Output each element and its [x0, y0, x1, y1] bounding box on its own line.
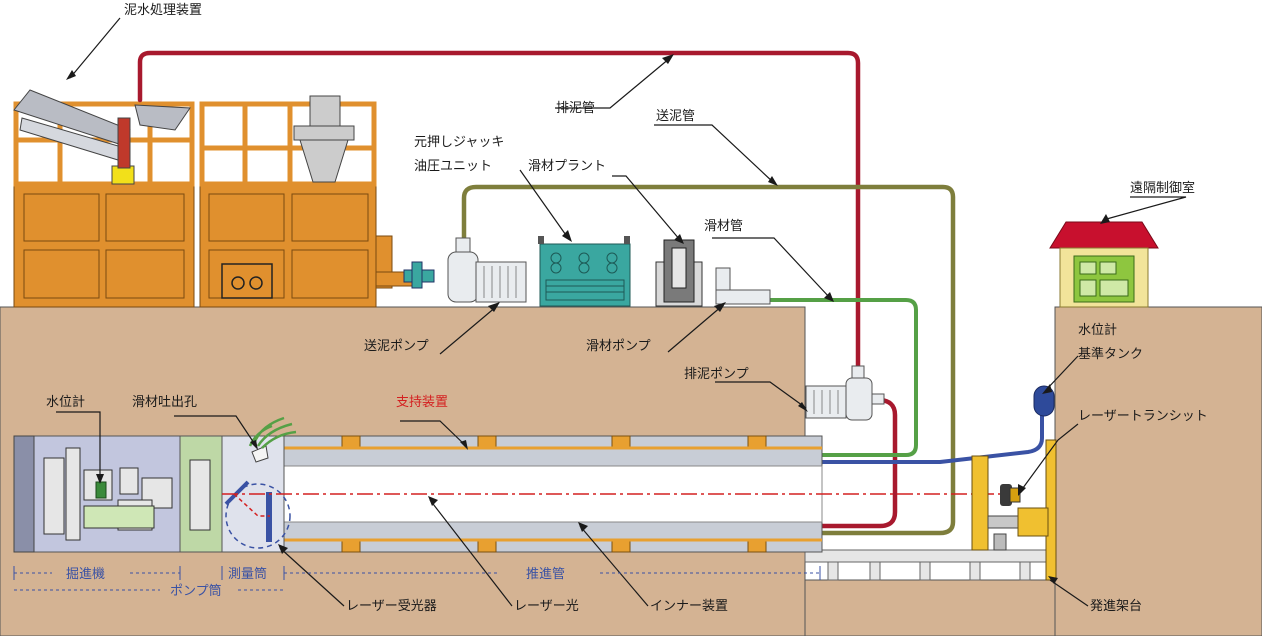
shield-machine	[13, 416, 297, 553]
label-main-jack-line2: 油圧ユニット	[414, 159, 492, 174]
discharge-pipe	[137, 50, 861, 373]
label-lubricant-pipe: 滑材管	[704, 219, 743, 234]
lubricant-pipe	[283, 298, 918, 457]
label-inner-device: インナー装置	[650, 599, 728, 614]
hydraulic-jack-unit	[538, 236, 631, 307]
lubricant-pump	[715, 267, 771, 305]
label-lubricant-outlet: 滑材吐出孔	[132, 395, 197, 410]
label-support-device: 支持装置	[396, 395, 448, 410]
label-supply-pipe: 送泥管	[656, 109, 695, 124]
section-excavator: 掘進機	[66, 567, 105, 582]
label-launch-frame: 発進架台	[1090, 599, 1142, 614]
label-discharge-pump: 排泥ポンプ	[684, 367, 749, 382]
reference-tank	[1033, 385, 1055, 417]
label-lubricant-plant: 滑材プラント	[528, 159, 606, 174]
label-water-gauge: 水位計	[46, 394, 85, 410]
label-laser-light: レーザー光	[514, 599, 579, 614]
lubricant-plant	[655, 239, 703, 307]
arrowheads	[66, 54, 1110, 584]
label-supply-pump: 送泥ポンプ	[364, 339, 429, 354]
label-laser-transit: レーザートランシット	[1078, 409, 1208, 424]
label-main-jack-line1: 元押しジャッキ	[414, 135, 504, 150]
discharge-pipe-return	[279, 397, 898, 529]
section-pump-tube: ポンプ筒	[170, 583, 222, 599]
label-laser-receiver: レーザー受光器	[346, 599, 437, 614]
water-gauge-sensor	[95, 481, 107, 499]
section-jacking-pipe: 推進管	[526, 567, 565, 582]
remote-control-room-house	[1049, 221, 1159, 308]
lubricant-outlet-nozzle	[251, 445, 269, 463]
section-measuring-tube: 測量筒	[228, 566, 267, 582]
label-water-gauge-tank-line1: 水位計	[1078, 322, 1117, 338]
label-sludge-treatment: 泥水処理装置	[124, 3, 202, 18]
label-remote-control-room: 遠隔制御室	[1130, 180, 1195, 196]
supply-pump	[403, 237, 527, 303]
leader-lines	[56, 17, 1187, 607]
sludge-treatment-facility	[13, 89, 417, 308]
section-markers	[13, 566, 821, 591]
discharge-pump	[805, 365, 885, 421]
label-lubricant-pump: 滑材ポンプ	[586, 339, 651, 354]
supply-pipe	[39, 184, 956, 536]
label-water-gauge-tank-line2: 基準タンク	[1078, 346, 1143, 362]
label-discharge-pipe: 排泥管	[556, 101, 595, 116]
